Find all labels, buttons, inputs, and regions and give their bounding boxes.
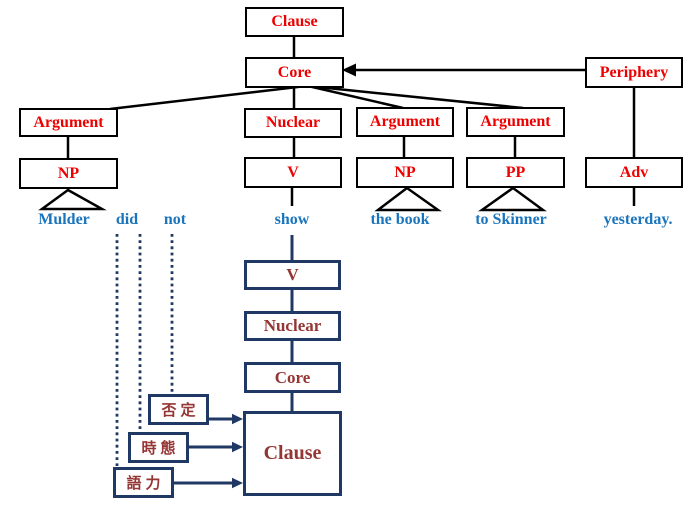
node-argument-2: Argument bbox=[356, 107, 454, 137]
node-core-top: Core bbox=[245, 57, 344, 88]
node-np-1: NP bbox=[19, 158, 118, 189]
node-v-top: V bbox=[244, 157, 342, 188]
operator-negation: 否定 bbox=[148, 394, 209, 425]
line-core-argument1 bbox=[109, 84, 307, 111]
node-np-2: NP bbox=[356, 157, 454, 188]
node-pp: PP bbox=[466, 157, 565, 188]
word-not: not bbox=[163, 211, 187, 228]
node-adv: Adv bbox=[585, 157, 683, 188]
operator-illocutionary-force: 語力 bbox=[113, 467, 174, 498]
negation-arrowhead-icon bbox=[232, 413, 243, 425]
node-nuclear-top: Nuclear bbox=[244, 108, 342, 138]
node-v-bottom: V bbox=[244, 260, 341, 290]
node-clause-top: Clause bbox=[245, 7, 344, 37]
periphery-arrowhead-icon bbox=[342, 63, 356, 77]
node-argument-3: Argument bbox=[466, 107, 565, 137]
np2-triangle-icon bbox=[374, 186, 442, 212]
pp-triangle-icon bbox=[478, 186, 547, 212]
np1-triangle-icon bbox=[38, 188, 107, 211]
word-yesterday: yesterday. bbox=[603, 211, 673, 228]
word-show: show bbox=[274, 211, 310, 228]
node-periphery: Periphery bbox=[585, 57, 683, 88]
word-the-book: the book bbox=[370, 211, 430, 228]
node-core-bottom: Core bbox=[244, 362, 341, 393]
line-core-argument2 bbox=[307, 84, 404, 110]
illocutionary-arrowhead-icon bbox=[232, 477, 243, 489]
operator-tense: 時態 bbox=[128, 432, 189, 463]
line-core-argument3 bbox=[307, 84, 524, 110]
node-clause-bottom: Clause bbox=[243, 411, 342, 496]
tense-arrowhead-icon bbox=[232, 441, 243, 453]
word-to-skinner: to Skinner bbox=[475, 211, 547, 228]
word-did: did bbox=[115, 211, 139, 228]
node-nuclear-bottom: Nuclear bbox=[244, 311, 341, 341]
word-mulder: Mulder bbox=[38, 211, 90, 228]
node-argument-1: Argument bbox=[19, 108, 118, 137]
